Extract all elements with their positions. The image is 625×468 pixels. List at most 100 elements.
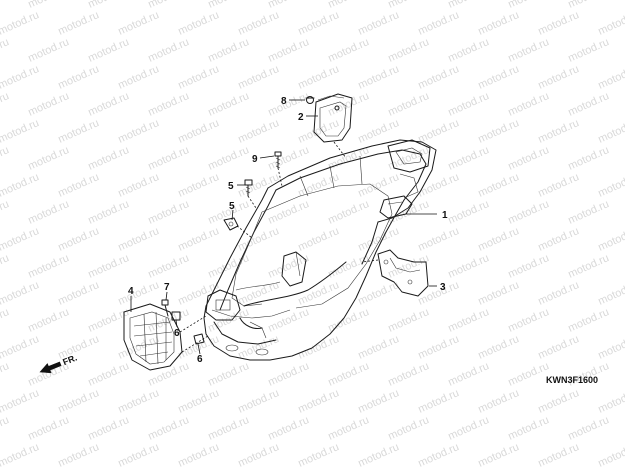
watermark-text: motod.ru	[86, 414, 131, 443]
callout-6-lower: 6	[197, 354, 203, 365]
watermark-text: motod.ru	[0, 387, 41, 416]
watermark-text: motod.ru	[296, 333, 341, 362]
watermark-text: motod.ru	[236, 117, 281, 146]
watermark-text: motod.ru	[86, 90, 131, 119]
watermark-text: motod.ru	[536, 225, 581, 254]
watermark-text: motod.ru	[386, 306, 431, 335]
watermark-text: motod.ru	[536, 117, 581, 146]
watermark-text: motod.ru	[596, 117, 625, 146]
watermark-text: motod.ru	[566, 0, 611, 11]
watermark-text: motod.ru	[506, 306, 551, 335]
watermark-text: motod.ru	[206, 252, 251, 281]
watermark-text: motod.ru	[266, 198, 311, 227]
watermark-text: motod.ru	[356, 333, 401, 362]
watermark-text: motod.ru	[296, 387, 341, 416]
watermark-text: motod.ru	[56, 63, 101, 92]
watermark-text: motod.ru	[326, 36, 371, 65]
fastener-9	[274, 151, 282, 169]
watermark-text: motod.ru	[86, 252, 131, 281]
watermark-text: motod.ru	[146, 360, 191, 389]
fastener-7	[161, 299, 169, 317]
watermark-text: motod.ru	[326, 198, 371, 227]
callout-7: 7	[164, 282, 170, 293]
watermark-text: motod.ru	[566, 252, 611, 281]
watermark-text: motod.ru	[386, 360, 431, 389]
watermark-text: motod.ru	[236, 171, 281, 200]
watermark-text: motod.ru	[386, 0, 431, 11]
watermark-text: motod.ru	[56, 279, 101, 308]
watermark-text: motod.ru	[356, 225, 401, 254]
watermark-text: motod.ru	[326, 0, 371, 11]
callout-1: 1	[442, 210, 448, 221]
watermark-text: motod.ru	[116, 63, 161, 92]
watermark-text: motod.ru	[0, 333, 41, 362]
fastener-5-lower	[223, 217, 239, 231]
watermark-text: motod.ru	[506, 0, 551, 11]
watermark-text: motod.ru	[536, 387, 581, 416]
callout-labels: 1 2 3 4 5 5 6 6 7 8 9	[128, 96, 448, 365]
callout-5-upper: 5	[228, 181, 234, 192]
watermark-text: motod.ru	[0, 441, 41, 468]
watermark-text: motod.ru	[596, 225, 625, 254]
watermark-text: motod.ru	[116, 387, 161, 416]
watermark-text: motod.ru	[536, 441, 581, 468]
watermark-text: motod.ru	[206, 144, 251, 173]
watermark-text: motod.ru	[416, 333, 461, 362]
watermark-text: motod.ru	[536, 333, 581, 362]
watermark-text: motod.ru	[416, 225, 461, 254]
watermark-text: motod.ru	[326, 360, 371, 389]
watermark-text: motod.ru	[476, 9, 521, 38]
callout-3: 3	[440, 282, 446, 293]
watermark-text: motod.ru	[176, 171, 221, 200]
watermark-text: motod.ru	[206, 36, 251, 65]
watermark-text: motod.ru	[26, 0, 71, 11]
watermark-text: motod.ru	[446, 90, 491, 119]
watermark-text: motod.ru	[596, 279, 625, 308]
watermark-text: motod.ru	[566, 144, 611, 173]
watermark-text: motod.ru	[386, 414, 431, 443]
watermark-text: motod.ru	[506, 144, 551, 173]
watermark-text: motod.ru	[56, 117, 101, 146]
watermark-text: motod.ru	[146, 144, 191, 173]
watermark-text: motod.ru	[0, 36, 11, 65]
watermark-text: motod.ru	[476, 63, 521, 92]
callout-2: 2	[298, 112, 304, 123]
watermark-text: motod.ru	[596, 333, 625, 362]
watermark-text: motod.ru	[506, 252, 551, 281]
fastener-8	[305, 96, 315, 104]
watermark-text: motod.ru	[176, 63, 221, 92]
watermark-text: motod.ru	[266, 0, 311, 11]
watermark-text: motod.ru	[506, 198, 551, 227]
cover-part-2	[313, 93, 353, 143]
watermark-text: motod.ru	[326, 90, 371, 119]
watermark-text: motod.ru	[596, 441, 625, 468]
watermark-text: motod.ru	[0, 171, 41, 200]
watermark-text: motod.ru	[506, 90, 551, 119]
watermark-text: motod.ru	[0, 225, 41, 254]
watermark-text: motod.ru	[26, 252, 71, 281]
watermark-text: motod.ru	[386, 90, 431, 119]
watermark-text: motod.ru	[416, 279, 461, 308]
watermark-text: motod.ru	[266, 90, 311, 119]
watermark-text: motod.ru	[446, 360, 491, 389]
watermark-text: motod.ru	[26, 306, 71, 335]
watermark-text: motod.ru	[176, 225, 221, 254]
watermark-text: motod.ru	[206, 90, 251, 119]
watermark-text: motod.ru	[176, 9, 221, 38]
watermark-text: motod.ru	[356, 387, 401, 416]
watermark-text: motod.ru	[176, 117, 221, 146]
watermark-text: motod.ru	[86, 144, 131, 173]
watermark-text: motod.ru	[596, 387, 625, 416]
watermark-text: motod.ru	[566, 36, 611, 65]
watermark-text: motod.ru	[296, 9, 341, 38]
watermark-text: motod.ru	[566, 306, 611, 335]
watermark-text: motod.ru	[506, 414, 551, 443]
watermark-text: motod.ru	[296, 225, 341, 254]
watermark-text: motod.ru	[56, 387, 101, 416]
diagram-code: KWN3F1600	[546, 375, 598, 385]
watermark-text: motod.ru	[416, 441, 461, 468]
fastener-5-upper	[244, 179, 253, 197]
watermark-text: motod.ru	[26, 90, 71, 119]
watermark-text: motod.ru	[86, 36, 131, 65]
